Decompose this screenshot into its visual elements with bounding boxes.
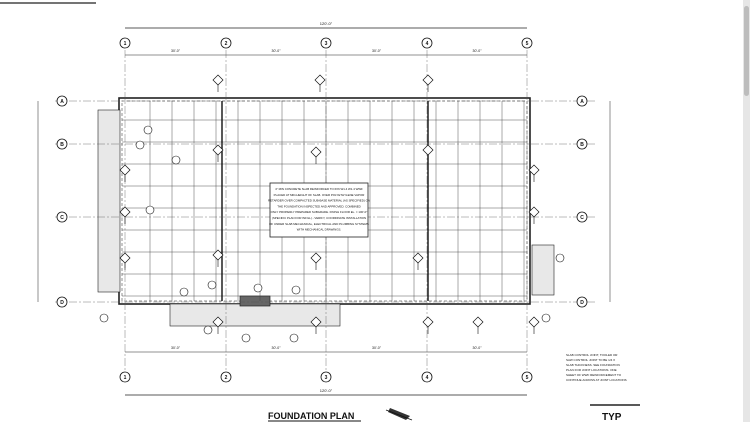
joint-note-line: SLAB CONTROL JOINT, TOOLED OR	[566, 353, 618, 357]
row-grid-bubble	[576, 138, 588, 150]
bay-dimension-label: 30'-0"	[171, 49, 181, 53]
column-grid-label: 4	[426, 375, 429, 381]
footing-tag-marker	[119, 164, 131, 176]
detail-callout-circle	[135, 140, 145, 150]
detail-callout-circle	[207, 280, 217, 290]
row-grid-label: B	[580, 142, 584, 148]
column-grid-bubble	[320, 37, 332, 49]
column-grid-label: 5	[526, 41, 529, 47]
right-footing-hatch	[531, 244, 555, 296]
footing-tag-marker	[310, 146, 322, 158]
detail-callout-circle	[291, 285, 301, 295]
left-footing-hatch	[97, 109, 121, 293]
slab-note-box	[269, 182, 369, 238]
footing-tag-marker	[412, 252, 424, 264]
row-grid-bubble	[56, 296, 68, 308]
slab-note-line: OF UNDER SLAB MECHANICAL, ELECTRICAL AND…	[269, 222, 369, 226]
detail-callout-circle	[171, 155, 181, 165]
slab-note-line: RETARDER OVER COMPACTED SUB-BASE MATERIA…	[268, 199, 370, 203]
overall-dim-bottom-label: 120'-0"	[320, 388, 333, 393]
bay-dimension-label: 30'-0"	[473, 346, 483, 350]
detail-callout-circle	[99, 313, 109, 323]
detail-callout-circle	[253, 283, 263, 293]
drawing-title: FOUNDATION PLAN	[268, 411, 354, 421]
row-grid-bubble	[56, 211, 68, 223]
column-grid-bubble	[220, 371, 232, 383]
bay-dimension-label: 30'-0"	[272, 49, 282, 53]
bay-dimension-label: 30'-0"	[171, 346, 181, 350]
detail-callout-circle	[145, 205, 155, 215]
column-grid-label: 1	[124, 375, 127, 381]
column-grid-label: 3	[325, 41, 328, 47]
column-grid-bubble	[421, 37, 433, 49]
footing-tag-marker	[310, 252, 322, 264]
footing-tag-marker	[119, 252, 131, 264]
joint-note-line: CONTINUE ACROSS AT JOINT LOCATIONS	[566, 378, 627, 382]
slab-note-line: 4" MIN CONCRETE SLAB REINFORCED TO 6X6 W…	[275, 187, 363, 191]
footing-tag-marker	[422, 316, 434, 328]
stair-block	[239, 295, 271, 307]
column-grid-label: 1	[124, 41, 127, 47]
row-grid-label: C	[60, 215, 64, 221]
footing-tag-marker	[528, 316, 540, 328]
footing-tag-marker	[314, 74, 326, 86]
detail-callout-circle	[289, 333, 299, 343]
column-grid-bubble	[119, 37, 131, 49]
row-grid-label: A	[60, 99, 64, 105]
joint-note-line: SLAB THICKNESS. SEE FOUNDATION	[566, 363, 620, 367]
column-grid-label: 3	[325, 375, 328, 381]
row-grid-bubble	[576, 211, 588, 223]
overall-dim-top-label: 120'-0"	[320, 21, 333, 26]
detail-callout-circle	[555, 253, 565, 263]
row-grid-label: B	[60, 142, 64, 148]
scrollbar-thumb[interactable]	[744, 6, 749, 96]
footing-tag-marker	[119, 206, 131, 218]
detail-callout-circle	[203, 325, 213, 335]
vertical-scrollbar[interactable]	[743, 0, 750, 422]
joint-note-line: PLAN FOR JOINT LOCATIONS. ONE	[566, 368, 617, 372]
row-grid-label: D	[580, 300, 584, 306]
bay-dimension-label: 30'-0"	[473, 49, 483, 53]
row-grid-bubble	[576, 95, 588, 107]
bay-dimension-label: 30'-0"	[372, 346, 382, 350]
detail-callout-circle	[143, 125, 153, 135]
row-grid-bubble	[56, 95, 68, 107]
column-grid-bubble	[119, 371, 131, 383]
detail-callout-circle	[541, 313, 551, 323]
row-grid-bubble	[576, 296, 588, 308]
north-arrow-icon	[385, 408, 413, 421]
column-grid-label: 5	[526, 375, 529, 381]
column-grid-label: 4	[426, 41, 429, 47]
detail-callout-circle	[179, 287, 189, 297]
slab-note-line: THE FOUNDATION INSPECTED AND APPROVED. C…	[277, 204, 360, 208]
typ-stamp: TYP	[602, 412, 622, 422]
footing-tag-marker	[212, 74, 224, 86]
slab-note-line: ONLY PROPERLY PREPARED SUBGRADE. FINISH …	[271, 210, 368, 214]
row-grid-bubble	[56, 138, 68, 150]
slab-note-line: PLACED AT MID-HEIGHT OF SLAB. OVER POLYE…	[274, 193, 365, 197]
bay-dimension-label: 30'-0"	[372, 49, 382, 53]
column-grid-bubble	[521, 371, 533, 383]
column-grid-bubble	[521, 37, 533, 49]
footing-tag-marker	[422, 144, 434, 156]
footing-tag-marker	[472, 316, 484, 328]
column-grid-bubble	[421, 371, 433, 383]
slab-note-line: WITH MECHANICAL DRAWINGS.	[297, 228, 342, 232]
column-grid-label: 2	[225, 41, 228, 47]
column-grid-bubble	[220, 37, 232, 49]
footing-tag-marker	[422, 74, 434, 86]
column-grid-label: 2	[225, 375, 228, 381]
slab-note-line: (SPECIFIC PLAN FOR INFILL) - VERIFY, COO…	[272, 216, 366, 220]
detail-callout-circle	[241, 333, 251, 343]
column-grid-bubble	[320, 371, 332, 383]
row-grid-label: A	[580, 99, 584, 105]
joint-note-line: SHEET OF WWF REINFORCEMENT TO	[566, 373, 622, 377]
row-grid-label: C	[580, 215, 584, 221]
joint-note-line: SAW CONTROL JOINT TO BE 1/4 X	[566, 358, 615, 362]
row-grid-label: D	[60, 300, 64, 306]
bay-dimension-label: 30'-0"	[272, 346, 282, 350]
